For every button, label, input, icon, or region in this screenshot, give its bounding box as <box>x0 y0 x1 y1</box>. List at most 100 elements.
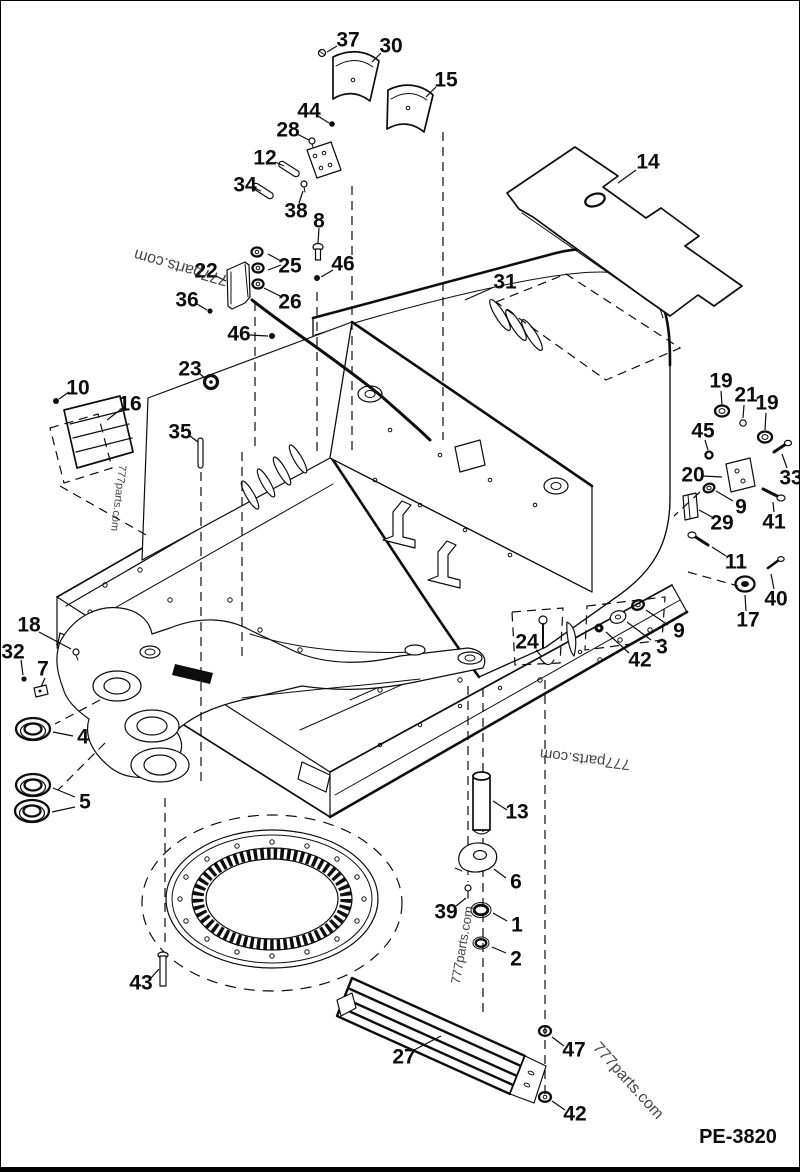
bolt-43 <box>157 951 169 987</box>
step-part27 <box>335 976 547 1104</box>
callout-leader-39 <box>455 897 467 907</box>
callout-35: 35 <box>168 421 192 444</box>
callout-1: 1 <box>511 914 523 937</box>
screw-38 <box>300 180 308 188</box>
callout-leader-10 <box>58 391 70 400</box>
nut-42-bottom <box>537 1091 553 1103</box>
callout-leader-37 <box>326 45 338 53</box>
callout-leader-1 <box>492 912 508 922</box>
nut-19 <box>713 404 731 418</box>
callout-leader-6 <box>493 868 507 879</box>
callout-leader-15 <box>425 86 437 98</box>
callout-7: 7 <box>37 658 49 681</box>
callout-leader-33 <box>781 453 788 469</box>
callout-leader-36 <box>196 303 208 311</box>
mount-bracket <box>382 500 416 549</box>
callout-leader-45 <box>704 439 709 451</box>
callout-12: 12 <box>253 147 276 170</box>
plate-part14 <box>506 146 743 317</box>
nut-25 <box>250 246 264 258</box>
callout-leader-30 <box>371 52 382 63</box>
callout-18: 18 <box>17 614 41 637</box>
callout-9: 9 <box>735 496 747 519</box>
pin-34 <box>252 182 274 200</box>
bulkhead-panels <box>141 298 594 593</box>
callout-31: 31 <box>493 271 517 294</box>
bolt-33 <box>772 442 788 454</box>
callout-leader-11 <box>711 546 727 557</box>
bolt-40 <box>766 558 781 570</box>
callout-leader-46 <box>320 269 334 278</box>
callout-leader-2 <box>491 946 507 954</box>
callout-leader-28 <box>296 133 310 141</box>
callout-28: 28 <box>276 119 300 142</box>
o-ring-2 <box>472 936 490 950</box>
callout-39: 39 <box>434 901 457 924</box>
retainer-plate-6 <box>454 842 498 873</box>
callout-leader-42 <box>605 631 630 654</box>
slew-ring-bolt-holes <box>177 839 367 959</box>
screw-28 <box>308 137 316 145</box>
callout-leader-43 <box>150 968 160 979</box>
callout-44: 44 <box>297 100 321 123</box>
callout-19: 19 <box>709 370 732 393</box>
clamp-screw-46 <box>269 333 275 339</box>
swing-bracket <box>56 607 486 783</box>
callout-leader-5 <box>52 787 76 798</box>
nut-25 <box>251 262 265 274</box>
rod-part35 <box>197 437 204 469</box>
callout-27: 27 <box>392 1046 415 1069</box>
callout-leader-24 <box>535 649 543 658</box>
screw-32 <box>21 676 27 682</box>
callout-23: 23 <box>178 358 201 381</box>
pin-12 <box>278 160 300 178</box>
callout-leader-16 <box>106 409 121 421</box>
callout-24: 24 <box>515 631 539 654</box>
callout-22: 22 <box>194 260 217 283</box>
mount-bracket <box>427 540 461 589</box>
callout-leader-7 <box>40 677 46 688</box>
callout-leader-22 <box>215 275 227 282</box>
shim-strip <box>566 621 577 657</box>
callout-20: 20 <box>681 464 704 487</box>
callout-19: 19 <box>755 392 778 415</box>
nut-19 <box>756 430 774 444</box>
seal-ring-4 <box>14 716 52 742</box>
decal <box>172 664 213 684</box>
callout-30: 30 <box>379 35 402 58</box>
nut-45 <box>704 450 714 460</box>
callout-15: 15 <box>434 69 458 92</box>
callout-leader-13 <box>492 800 508 811</box>
grommet-17 <box>734 575 756 593</box>
bracket-plate <box>306 141 342 179</box>
bolt-21 <box>739 419 747 427</box>
callout-32: 32 <box>1 641 24 664</box>
grommet-part23 <box>202 373 220 391</box>
callout-42: 42 <box>563 1103 586 1126</box>
hose <box>250 298 432 442</box>
pivot-pin-13 <box>472 771 491 835</box>
callout-6: 6 <box>510 871 522 894</box>
callout-leader-23 <box>199 373 207 380</box>
vent-slots <box>240 298 543 510</box>
slew-ring <box>165 829 379 969</box>
callout-leader-35 <box>189 435 199 443</box>
callout-38: 38 <box>284 200 308 223</box>
callout-4: 4 <box>77 726 89 749</box>
callout-17: 17 <box>736 609 759 632</box>
clamp-screw-46 <box>314 275 320 281</box>
callout-leader-38 <box>298 190 304 204</box>
callout-9: 9 <box>673 620 685 643</box>
bolt-11 <box>692 534 710 547</box>
bumper-mounts <box>357 385 569 495</box>
callout-leader-25 <box>267 264 282 271</box>
callout-leader-12 <box>274 161 285 167</box>
callout-8: 8 <box>313 210 325 233</box>
callout-11: 11 <box>725 551 748 574</box>
callout-42: 42 <box>628 649 651 672</box>
seal-ring-5 <box>13 772 52 824</box>
callout-33: 33 <box>779 467 800 490</box>
strap-part30 <box>332 50 380 102</box>
